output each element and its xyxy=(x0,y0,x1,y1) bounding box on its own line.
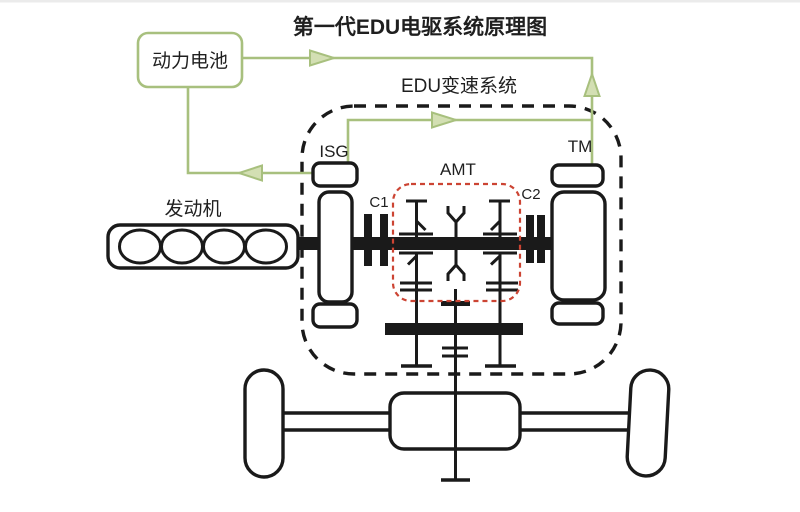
diagram-title: 第一代EDU电驱系统原理图 xyxy=(293,15,547,39)
engine-label: 发动机 xyxy=(164,198,221,220)
c1-label: C1 xyxy=(369,194,388,211)
labels: 第一代EDU电驱系统原理图 动力电池 EDU变速系统 发动机 ISG TM AM… xyxy=(152,15,592,220)
isg-motor-unit xyxy=(311,161,359,329)
main-shaft xyxy=(294,237,552,250)
synchro-tick xyxy=(489,219,502,232)
tm-rotor xyxy=(550,190,607,302)
amt-boundary xyxy=(391,182,522,303)
tm-label: TM xyxy=(568,137,593,156)
arrow-right-battery-out-icon xyxy=(309,49,338,67)
clutch-plate xyxy=(380,214,388,266)
clutch-plate xyxy=(364,214,372,266)
edu-system-label: EDU变速系统 xyxy=(401,75,517,97)
power-flow-lines xyxy=(186,49,601,182)
flow-battery-to-tm xyxy=(242,56,594,166)
c2-label: C2 xyxy=(521,186,540,203)
arrow-left-to-battery-icon xyxy=(235,164,263,182)
flow-arrowheads xyxy=(235,49,601,182)
shift-fork-lower xyxy=(446,250,458,281)
battery-box xyxy=(136,31,244,89)
amt-label: AMT xyxy=(440,160,476,179)
clutch-c1 xyxy=(364,214,388,266)
axle-assembly xyxy=(243,289,671,482)
right-wheel xyxy=(625,368,671,478)
tm-stator-bottom xyxy=(550,301,605,326)
edu-system-boundary xyxy=(300,104,623,376)
left-wheel xyxy=(243,368,285,479)
synchro-tick xyxy=(415,219,427,232)
battery-label: 动力电池 xyxy=(152,50,228,72)
tm-motor-unit xyxy=(550,163,607,326)
arrow-up-tm-icon xyxy=(583,70,601,97)
isg-label: ISG xyxy=(319,142,348,161)
tm-stator-top xyxy=(550,163,605,188)
shift-fork-upper xyxy=(446,206,458,237)
isg-rotor xyxy=(317,190,354,304)
flow-isg-to-battery xyxy=(186,87,313,175)
driveline xyxy=(106,161,671,482)
isg-stator-bottom xyxy=(311,302,359,329)
clutch-plate xyxy=(526,215,534,263)
flow-isg-to-tm xyxy=(346,118,592,166)
engine-cylinder xyxy=(244,228,288,265)
amt-gears xyxy=(399,199,518,368)
isg-stator-top xyxy=(311,161,359,188)
shift-fork-upper xyxy=(454,206,466,223)
arrow-right-isg-out-icon xyxy=(431,111,460,129)
shift-fork-lower xyxy=(454,264,466,281)
clutch-plate xyxy=(537,215,545,263)
engine-block xyxy=(106,223,300,270)
image-top-edge xyxy=(0,0,800,3)
clutch-c2 xyxy=(526,215,545,263)
